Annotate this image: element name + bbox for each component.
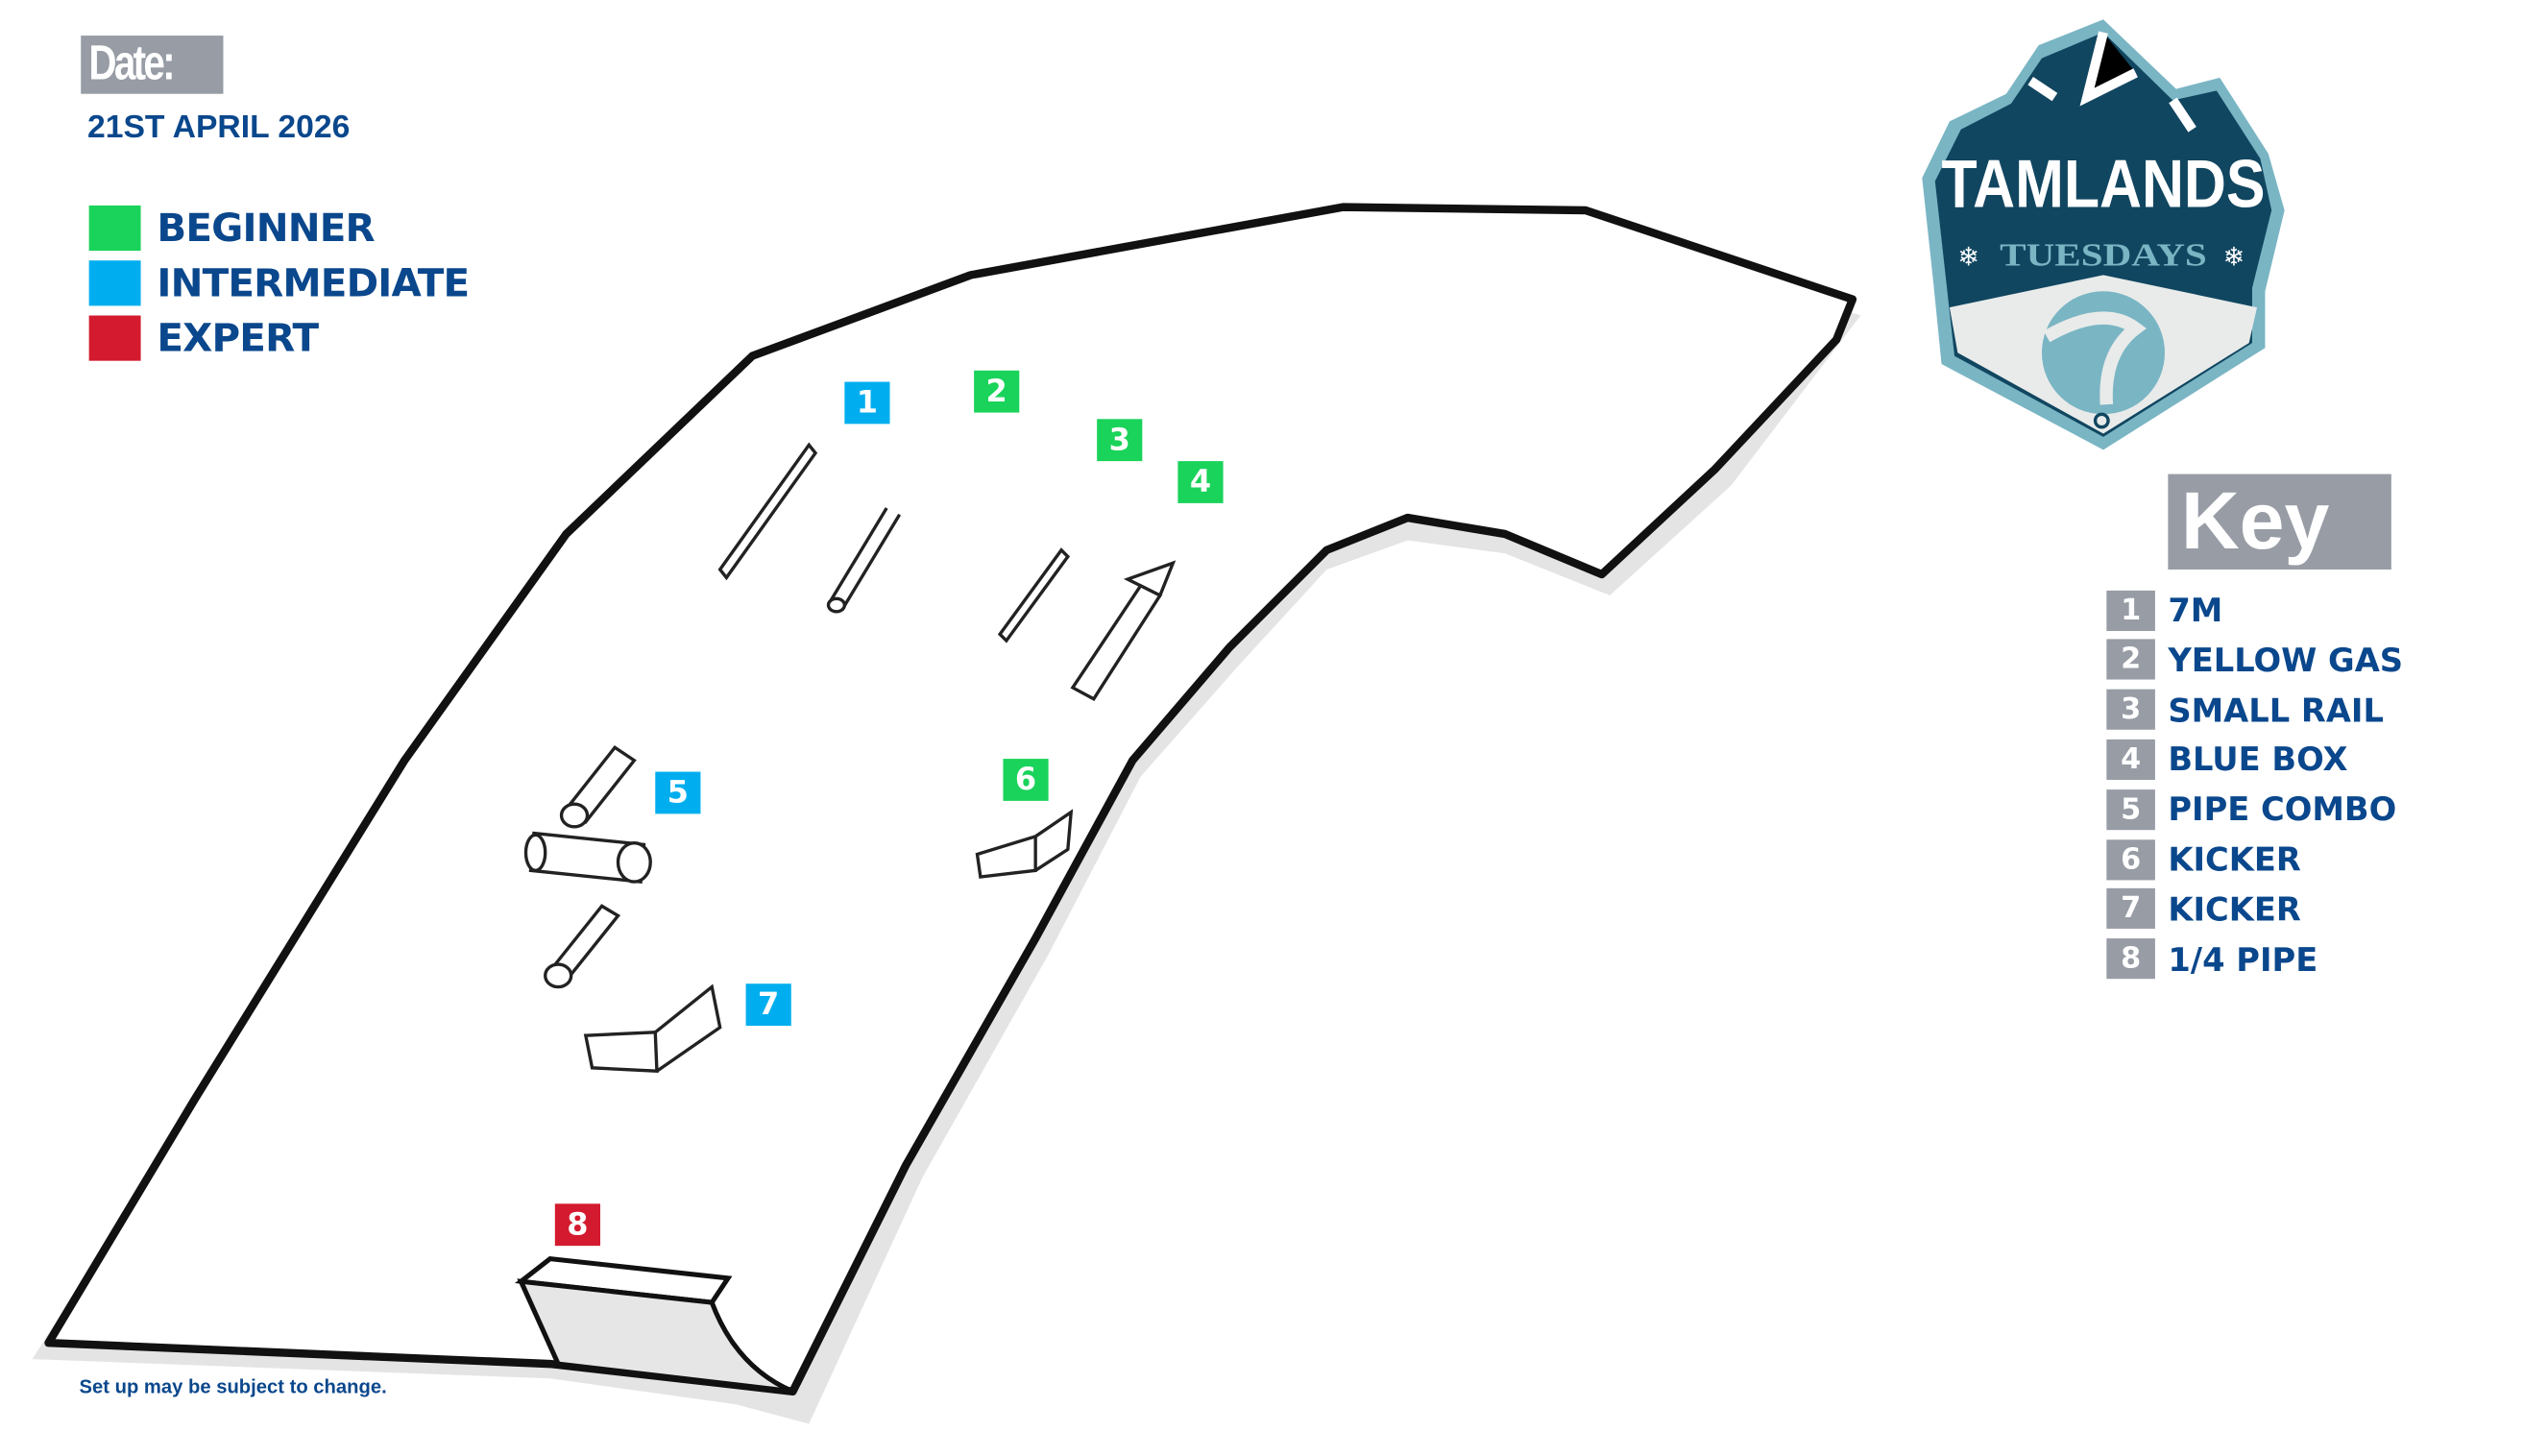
legend-label: BEGINNER — [157, 205, 375, 252]
key-label: YELLOW GAS — [2168, 640, 2404, 680]
key-number: 2 — [2106, 639, 2155, 681]
park-slope — [44, 203, 1857, 1395]
key-label: 1/4 PIPE — [2168, 939, 2318, 979]
key-item: 3 SMALL RAIL — [2106, 687, 2384, 732]
date-label: Date: — [81, 36, 224, 94]
feature-pipe-combo — [523, 745, 652, 989]
feature-quarter-pipe — [514, 1255, 794, 1395]
legend-label: EXPERT — [157, 315, 319, 361]
feature-marker-3: 3 — [1097, 419, 1143, 462]
key-number: 6 — [2106, 838, 2155, 880]
key-item: 2 YELLOW GAS — [2106, 637, 2403, 682]
feature-marker-6: 6 — [1003, 759, 1049, 801]
key-label: PIPE COMBO — [2168, 789, 2397, 829]
key-label: 7M — [2168, 590, 2223, 630]
key-number: 3 — [2106, 689, 2155, 730]
key-title: Key — [2168, 473, 2391, 570]
key-item: 8 1/4 PIPE — [2106, 936, 2318, 982]
key-number: 1 — [2106, 590, 2155, 631]
legend-beginner: BEGINNER — [88, 204, 376, 253]
logo-title: TAMLANDS — [1942, 146, 2266, 222]
feature-marker-7: 7 — [745, 983, 791, 1027]
feature-marker-1: 1 — [844, 381, 890, 425]
key-number: 4 — [2106, 739, 2155, 780]
feature-small-rail — [997, 547, 1071, 643]
feature-kicker-7 — [583, 983, 722, 1073]
date-value: 21ST APRIL 2026 — [86, 109, 351, 146]
bolt-icon — [2093, 412, 2110, 429]
key-item: 4 BLUE BOX — [2106, 737, 2348, 782]
key-item: 1 7M — [2106, 588, 2222, 633]
key-item: 5 PIPE COMBO — [2106, 787, 2396, 832]
legend-swatch-red — [88, 315, 141, 361]
snowflake-icon: ❄ — [2223, 242, 2245, 271]
feature-yellow-gas — [826, 507, 902, 614]
feature-marker-4: 4 — [1177, 461, 1224, 503]
logo-subtitle: TUESDAYS — [2000, 237, 2207, 273]
legend-label: INTERMEDIATE — [157, 260, 470, 306]
tamlands-logo: TAMLANDS TUESDAYS ❄ ❄ — [1922, 19, 2285, 450]
key-number: 5 — [2106, 789, 2155, 830]
feature-marker-2: 2 — [974, 370, 1020, 413]
legend-swatch-green — [88, 205, 141, 252]
feature-kicker-6 — [975, 809, 1074, 879]
key-number: 7 — [2106, 888, 2155, 930]
feature-blue-box — [1070, 560, 1177, 701]
key-label: KICKER — [2168, 889, 2301, 929]
legend-expert: EXPERT — [88, 314, 319, 363]
legend-intermediate: INTERMEDIATE — [88, 259, 470, 308]
key-label: SMALL RAIL — [2168, 690, 2384, 730]
feature-marker-8: 8 — [554, 1203, 600, 1247]
key-item: 7 KICKER — [2106, 886, 2301, 932]
legend-swatch-blue — [88, 260, 141, 306]
disclaimer-note: Set up may be subject to change. — [79, 1374, 387, 1398]
key-label: KICKER — [2168, 839, 2301, 879]
feature-marker-5: 5 — [655, 771, 701, 814]
key-label: BLUE BOX — [2168, 740, 2348, 779]
key-item: 6 KICKER — [2106, 837, 2301, 882]
snowflake-icon: ❄ — [1957, 242, 1979, 271]
feature-7m-rail — [717, 442, 818, 581]
key-number: 8 — [2106, 938, 2155, 980]
